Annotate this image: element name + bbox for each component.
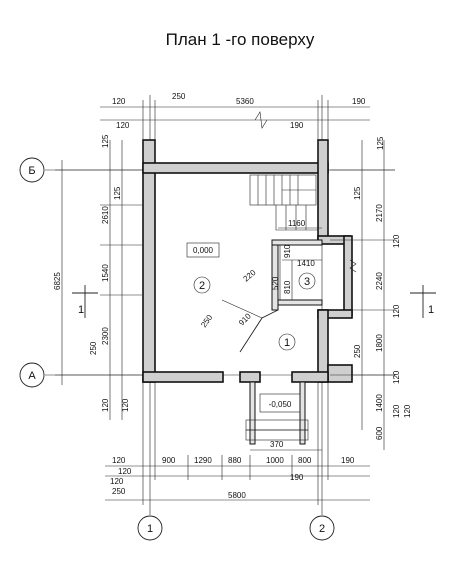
level-floor: 0,000 xyxy=(193,246,214,255)
level-box-floor xyxy=(186,242,220,258)
staircase xyxy=(249,174,318,231)
axis-label-a: А xyxy=(28,370,36,382)
right-dim-1800: 1800 xyxy=(375,334,384,352)
entry-steps xyxy=(245,393,309,441)
wall-right-upper xyxy=(317,139,329,241)
top-dim-5360: 5360 xyxy=(236,97,254,106)
wall-bottom-mid xyxy=(239,371,261,383)
bottom-dim-120-a: 120 xyxy=(112,456,126,465)
axis-bubble-2: 2 xyxy=(309,515,335,541)
right-dim-120-d: 120 xyxy=(392,404,401,418)
inner-dim-370: 370 xyxy=(270,440,284,449)
inner-dim-910-a: 910 xyxy=(283,244,292,258)
right-dim-120-b: 120 xyxy=(392,304,401,318)
axis-lines xyxy=(45,95,395,515)
left-dim-120-a: 120 xyxy=(101,398,110,412)
top-dim-250: 250 xyxy=(172,92,186,101)
inner-dim-1410: 1410 xyxy=(297,259,315,268)
bottom-dim-190-a: 190 xyxy=(341,456,355,465)
top-dim-120-b: 120 xyxy=(116,121,130,130)
wall-bottom-right xyxy=(291,371,329,383)
left-dim-6825: 6825 xyxy=(53,272,62,290)
partition-lower xyxy=(277,299,323,306)
left-dim-120-b: 120 xyxy=(121,398,130,412)
inner-dim-250: 250 xyxy=(199,313,214,330)
axis-bubble-b: Б xyxy=(19,157,45,183)
bottom-dim-190-b: 190 xyxy=(290,473,304,482)
left-dim-2300: 2300 xyxy=(101,327,110,345)
right-dimensions xyxy=(330,140,395,450)
right-dim-120-c: 120 xyxy=(392,370,401,384)
hall-diagonal xyxy=(221,299,279,353)
page-title: План 1 -го поверху xyxy=(166,30,315,49)
top-dim-120-a: 120 xyxy=(112,97,126,106)
right-dim-120-e: 120 xyxy=(403,404,412,418)
wall-right-stub xyxy=(327,364,353,383)
top-dim-190-b: 190 xyxy=(290,121,304,130)
bottom-dim-120-b: 120 xyxy=(118,467,132,476)
section-label-left: 1 xyxy=(78,304,84,316)
section-mark-left: 1 xyxy=(72,285,98,318)
inner-dim-910-b: 910 xyxy=(237,311,253,327)
bottom-dim-5800: 5800 xyxy=(228,491,246,500)
top-dim-190-a: 190 xyxy=(352,97,366,106)
wall-bump-right xyxy=(343,235,353,317)
right-dim-120-a: 120 xyxy=(392,234,401,248)
level-entry: -0,050 xyxy=(269,400,292,409)
right-dim-2240: 2240 xyxy=(375,272,384,290)
inner-dim-810: 810 xyxy=(283,280,292,294)
wall-top xyxy=(142,162,329,174)
inner-dim-220: 220 xyxy=(242,268,258,284)
bottom-dimensions xyxy=(105,383,370,505)
right-dim-125-b: 125 xyxy=(353,186,362,200)
section-label-right: 1 xyxy=(428,304,434,316)
room-labels: 2 1 3 xyxy=(193,272,316,351)
room-1-label: 1 xyxy=(284,337,290,349)
left-dim-125-a: 125 xyxy=(101,134,110,148)
left-dim-1540: 1540 xyxy=(101,264,110,282)
level-box-entry xyxy=(259,393,301,413)
bottom-dim-800: 800 xyxy=(298,456,312,465)
bottom-dim-1290: 1290 xyxy=(194,456,212,465)
porch-wall-right xyxy=(299,381,306,445)
top-dimensions xyxy=(100,100,370,160)
left-dim-2610: 2610 xyxy=(101,206,110,224)
inner-dimension-lines xyxy=(250,227,322,451)
axis-bubble-a: А xyxy=(19,362,45,388)
left-dimensions xyxy=(55,140,142,420)
bottom-dim-1000: 1000 xyxy=(266,456,284,465)
right-dim-600: 600 xyxy=(375,426,384,440)
partition-horizontal xyxy=(271,239,323,246)
inner-dim-1160: 1160 xyxy=(288,219,306,228)
bottom-dim-900: 900 xyxy=(162,456,176,465)
axis-label-b: Б xyxy=(28,165,35,177)
walls xyxy=(142,139,353,445)
axis-label-1: 1 xyxy=(147,523,153,535)
right-dim-1400: 1400 xyxy=(375,394,384,412)
wall-bottom-left xyxy=(142,371,224,383)
axis-bubble-1: 1 xyxy=(137,515,163,541)
room-2-label: 2 xyxy=(199,280,205,292)
partition-vertical xyxy=(271,239,279,311)
section-mark-right: 1 xyxy=(410,285,436,318)
right-dim-125-a: 125 xyxy=(376,136,385,150)
left-dim-250: 250 xyxy=(89,341,98,355)
bottom-dim-880: 880 xyxy=(228,456,242,465)
inner-dim-520: 520 xyxy=(271,276,280,290)
right-dim-250: 250 xyxy=(353,344,362,358)
porch-wall-left xyxy=(249,381,256,445)
right-dim-2170: 2170 xyxy=(375,204,384,222)
wall-left xyxy=(142,139,156,383)
room-3-label: 3 xyxy=(304,276,310,288)
left-dim-125-b: 125 xyxy=(113,186,122,200)
bottom-dim-250: 250 xyxy=(112,487,126,496)
bottom-dim-120-c: 120 xyxy=(110,477,124,486)
axis-label-2: 2 xyxy=(319,523,325,535)
